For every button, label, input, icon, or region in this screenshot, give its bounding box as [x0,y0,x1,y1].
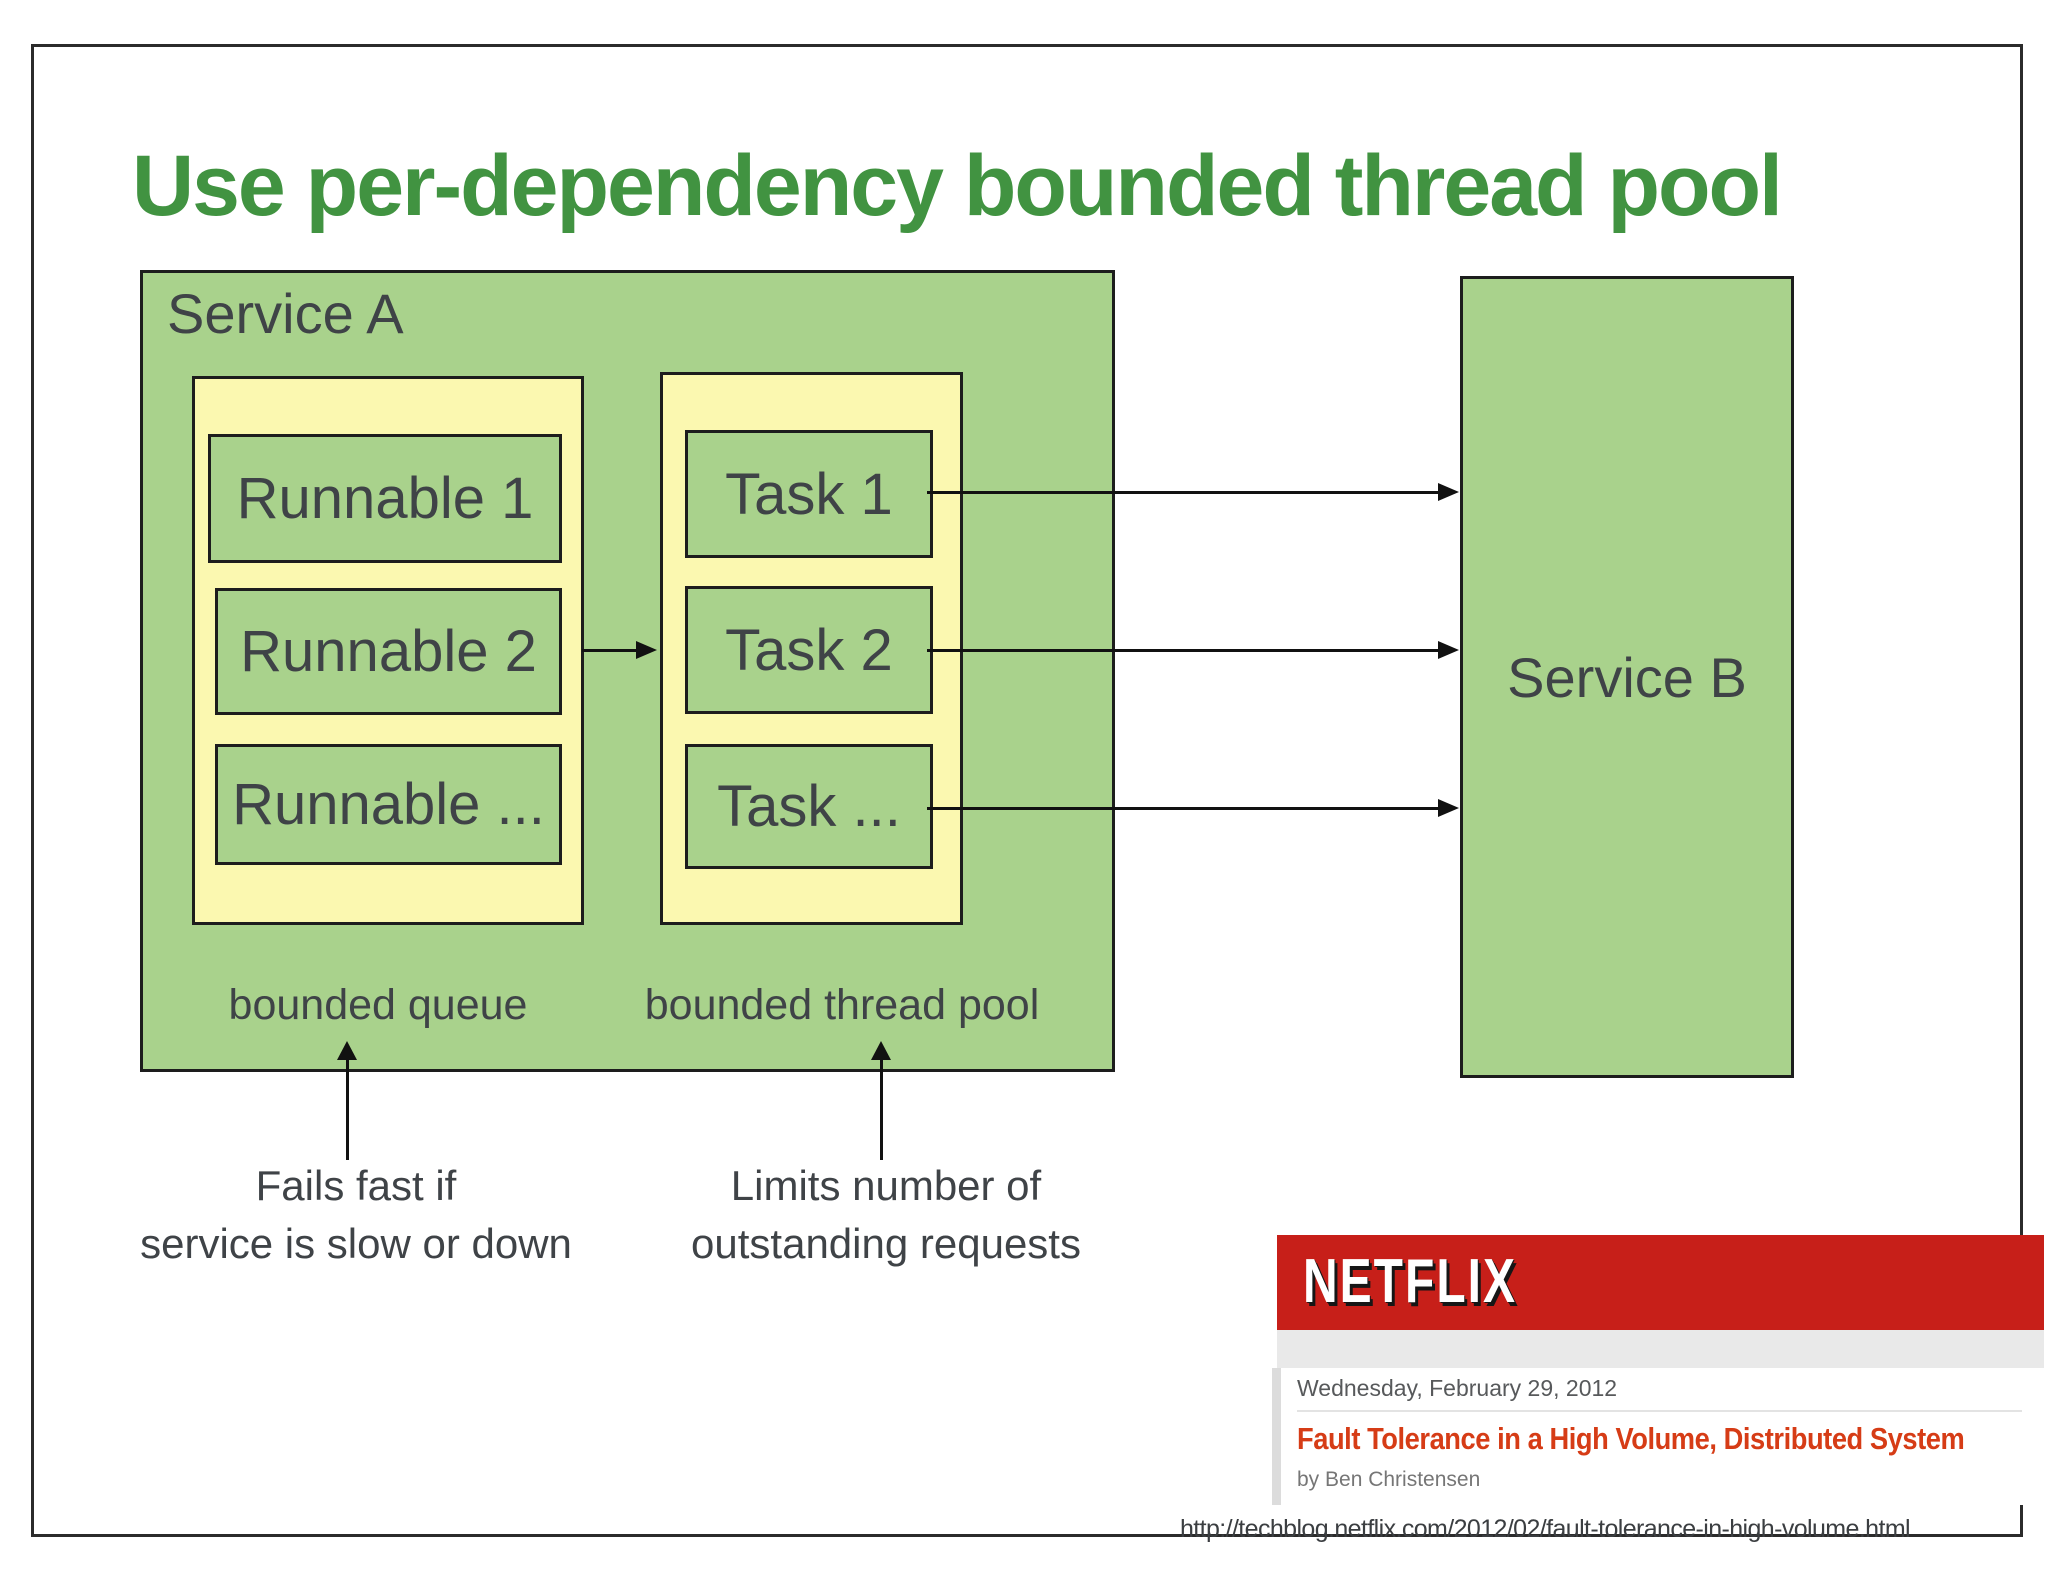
netflix-banner: NETFLIX [1277,1235,2044,1330]
blog-post-title: Fault Tolerance in a High Volume, Distri… [1297,1421,1965,1456]
queue-annotation-line2: service is slow or down [140,1219,572,1267]
runnable-2-label: Runnable 2 [240,619,537,684]
blog-post-card: Wednesday, February 29, 2012 Fault Toler… [1272,1368,2044,1505]
task-2-box: Task 2 [685,586,933,714]
task-1-label: Task 1 [725,461,893,527]
netflix-logo: NETFLIX [1303,1247,1517,1317]
service-b-box: Service B [1460,276,1794,1078]
bounded-thread-pool-caption: bounded thread pool [644,981,1040,1029]
netflix-page-background-strip [1277,1330,2044,1368]
arrow-tasketc-to-service-b [927,799,1459,817]
runnable-etc-label: Runnable ... [232,772,545,837]
blog-post-byline: by Ben Christensen [1297,1468,1481,1491]
arrow-task2-to-service-b [927,641,1459,659]
service-b-label: Service B [1507,645,1747,709]
task-1-box: Task 1 [685,430,933,558]
source-url: http://techblog.netflix.com/2012/02/faul… [1179,1515,1911,1543]
bounded-queue-box: Runnable 1 Runnable 2 Runnable ... [192,376,584,925]
pool-annotation-line1: Limits number of [730,1162,1042,1209]
task-etc-label: Task ... [717,774,901,839]
arrow-up-to-bounded-queue [337,1041,357,1160]
blog-post-date: Wednesday, February 29, 2012 [1297,1375,1618,1401]
blog-post-divider [1297,1410,2022,1412]
bounded-thread-pool-box: Task 1 Task 2 Task ... [660,372,963,925]
arrow-runnable2-to-task2 [582,641,657,659]
pool-annotation-line2: outstanding requests [691,1219,1081,1267]
service-a-box: Service A Runnable 1 Runnable 2 Runnable… [140,270,1115,1072]
runnable-2-box: Runnable 2 [215,588,562,715]
slide-frame: Use per-dependency bounded thread pool S… [31,44,2044,1543]
slide-title: Use per-dependency bounded thread pool [132,138,1783,234]
task-etc-box: Task ... [685,744,933,869]
queue-annotation: Fails fast if service is slow or down [96,1157,616,1273]
arrow-up-to-bounded-thread-pool [871,1041,891,1160]
bounded-queue-caption: bounded queue [228,981,528,1029]
arrow-task1-to-service-b [927,483,1459,501]
service-a-label: Service A [167,282,404,345]
task-2-label: Task 2 [725,617,893,683]
runnable-1-box: Runnable 1 [208,434,562,563]
queue-annotation-line1: Fails fast if [255,1162,457,1209]
pool-annotation: Limits number of outstanding requests [626,1157,1146,1273]
runnable-etc-box: Runnable ... [215,744,562,865]
runnable-1-label: Runnable 1 [236,466,534,531]
